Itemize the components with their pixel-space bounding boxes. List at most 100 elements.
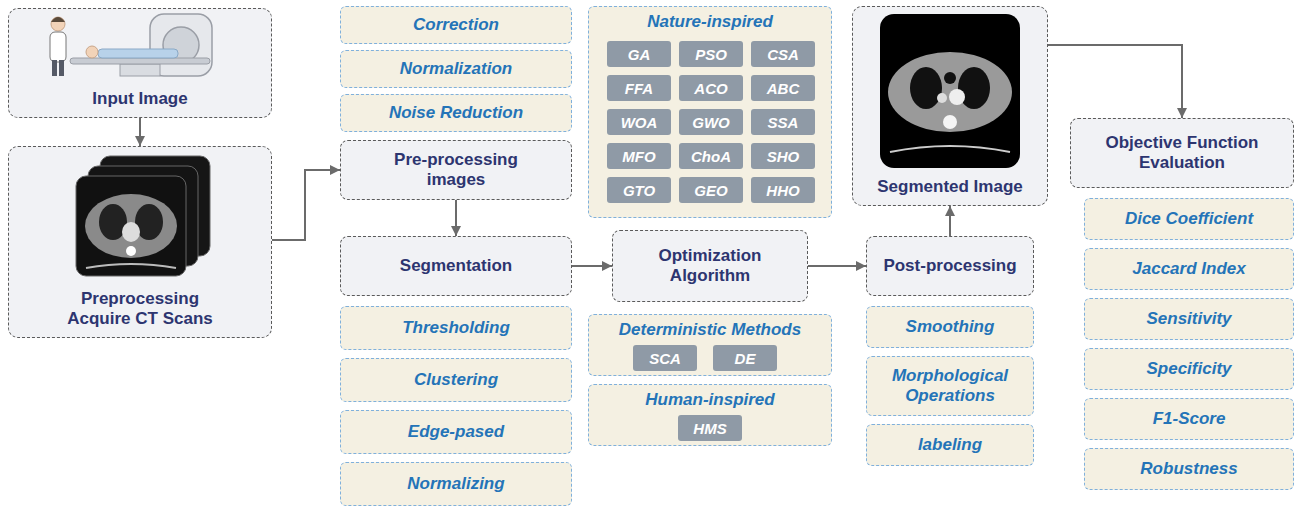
node-label: Correction <box>413 15 499 35</box>
option-box: Robustness <box>1084 448 1294 490</box>
flow-arrow <box>808 265 866 267</box>
ct-scanner-illustration <box>50 14 212 76</box>
algorithm-tag: GWO <box>679 109 743 135</box>
algorithm-tag: WOA <box>607 109 671 135</box>
node-label: Noise Reduction <box>389 103 523 123</box>
node-label: Post-processing <box>883 256 1016 276</box>
algorithm-tag: DE <box>713 345 777 371</box>
algorithm-tag: FFA <box>607 75 671 101</box>
panel-ground <box>852 6 1048 206</box>
algorithm-tag: GEO <box>679 177 743 203</box>
flow-arrow <box>949 206 951 236</box>
algorithm-tag: SHO <box>751 143 815 169</box>
node-label: Clustering <box>414 370 498 390</box>
node-label: Smoothing <box>906 317 995 337</box>
stage-box: Pre-processing images <box>340 140 572 200</box>
stage-box: Segmentation <box>340 236 572 296</box>
node-label: Segmentation <box>400 256 512 276</box>
node-label: Specificity <box>1146 359 1231 379</box>
node-label: Objective Function Evaluation <box>1095 133 1270 173</box>
node-label: Preprocessing Acquire CT Scans <box>50 289 230 329</box>
segmented-ct-image <box>880 14 1020 168</box>
algorithm-tag: MFO <box>607 143 671 169</box>
node-label: Thresholding <box>402 318 510 338</box>
option-box: Sensitivity <box>1084 298 1294 340</box>
image-panel: Preprocessing Acquire CT Scans <box>8 146 272 338</box>
image-panel: Input Image <box>8 8 272 118</box>
algorithm-tag: HHO <box>751 177 815 203</box>
node-label: Normalization <box>400 59 512 79</box>
node-label: Input Image <box>92 89 187 109</box>
option-box: Thresholding <box>340 306 572 350</box>
panel-ground <box>8 146 272 338</box>
image-panel: Segmented Image <box>852 6 1048 206</box>
node-label: Morphological Operations <box>875 366 1025 406</box>
flow-arrow <box>1048 45 1182 118</box>
stage-box: Optimization Algorithm <box>612 230 808 302</box>
stage-box: Objective Function Evaluation <box>1070 118 1294 188</box>
node-label: GWO <box>692 114 730 131</box>
node-label: WOA <box>621 114 658 131</box>
node-label: Edge-pased <box>408 422 504 442</box>
node-label: Dice Coefficient <box>1125 209 1253 229</box>
option-box: Normalization <box>340 50 572 88</box>
node-label: ABC <box>767 80 800 97</box>
panel-ground <box>8 8 272 118</box>
node-label: Robustness <box>1140 459 1237 479</box>
option-box: labeling <box>866 424 1034 466</box>
node-label: F1-Score <box>1153 409 1226 429</box>
algorithm-tag: GA <box>607 41 671 67</box>
option-box: Specificity <box>1084 348 1294 390</box>
node-label: SHO <box>767 148 800 165</box>
option-box: Smoothing <box>866 306 1034 348</box>
node-label: Sensitivity <box>1146 309 1231 329</box>
group-box: Deterministic MethodsSCA DE <box>588 314 832 376</box>
option-box: Correction <box>340 6 572 44</box>
node-label: Jaccard Index <box>1132 259 1245 279</box>
flow-arrow <box>139 118 141 146</box>
option-box: Morphological Operations <box>866 356 1034 416</box>
node-label: HMS <box>693 420 726 437</box>
node-label: MFO <box>622 148 655 165</box>
option-box: Edge-pased <box>340 410 572 454</box>
node-label: Deterministic Methods <box>619 320 801 340</box>
algorithm-tag: ABC <box>751 75 815 101</box>
node-label: CSA <box>767 46 799 63</box>
node-label: Normalizing <box>407 474 504 494</box>
node-label: Pre-processing images <box>381 150 531 190</box>
algorithm-tag: CSA <box>751 41 815 67</box>
stage-box: Post-processing <box>866 236 1034 296</box>
node-label: GA <box>628 46 651 63</box>
node-label: GTO <box>623 182 655 199</box>
flow-arrow <box>572 265 612 267</box>
node-label: Optimization Algorithm <box>635 246 785 286</box>
algorithm-tag: ACO <box>679 75 743 101</box>
node-label: ACO <box>694 80 727 97</box>
option-box: Jaccard Index <box>1084 248 1294 290</box>
node-label: Human-inspired <box>645 390 774 410</box>
algorithm-tag: ChoA <box>679 143 743 169</box>
node-label: SSA <box>768 114 799 131</box>
node-label: Nature-inspired <box>647 12 773 32</box>
algorithm-tag: SCA <box>633 345 697 371</box>
node-label: FFA <box>625 80 653 97</box>
option-box: Noise Reduction <box>340 94 572 132</box>
flow-arrow <box>272 170 340 240</box>
node-label: PSO <box>695 46 727 63</box>
flow-arrow <box>455 200 457 236</box>
option-box: Normalizing <box>340 462 572 506</box>
algorithm-tag: PSO <box>679 41 743 67</box>
group-box: Human-inspiredHMS <box>588 384 832 446</box>
algorithm-tag: HMS <box>678 415 742 441</box>
algorithm-tag: SSA <box>751 109 815 135</box>
node-label: labeling <box>918 435 982 455</box>
option-box: Dice Coefficient <box>1084 198 1294 240</box>
node-label: GEO <box>694 182 727 199</box>
node-label: Segmented Image <box>877 177 1023 197</box>
algorithm-tag: GTO <box>607 177 671 203</box>
node-label: DE <box>735 350 756 367</box>
node-label: ChoA <box>691 148 731 165</box>
ct-slices-illustration <box>76 156 210 276</box>
node-label: HHO <box>766 182 799 199</box>
